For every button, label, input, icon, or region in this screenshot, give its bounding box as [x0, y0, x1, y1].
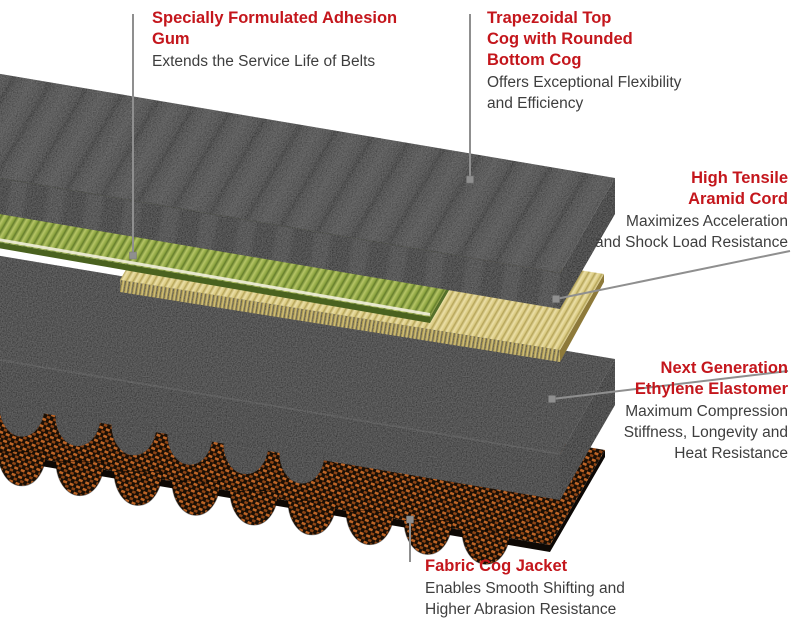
- label-fabric-cog-jacket-body: Enables Smooth Shifting and Higher Abras…: [425, 580, 625, 618]
- label-top-cog: Trapezoidal Top Cog with Rounded Bottom …: [487, 8, 681, 114]
- label-fabric-cog-jacket: Fabric Cog Jacket Enables Smooth Shiftin…: [425, 556, 625, 620]
- label-aramid-cord: High Tensile Aramid Cord Maximizes Accel…: [595, 168, 788, 253]
- elastomer-front-face: [0, 360, 560, 500]
- callout-marker-adhesion-gum: [129, 251, 137, 260]
- topcog-right-end: [560, 178, 615, 309]
- label-adhesion-gum: Specially Formulated Adhesion Gum Extend…: [152, 8, 397, 72]
- gum-edge-highlight: [0, 238, 431, 316]
- label-aramid-cord-body: Maximizes Acceleration and Shock Load Re…: [594, 213, 788, 251]
- callout-marker-elastomer: [548, 395, 556, 403]
- aramid-right-end: [560, 274, 604, 362]
- gum-front-face: [0, 242, 430, 323]
- elastomer-top-face: [0, 255, 615, 454]
- topcog-front-face: [0, 178, 560, 309]
- belt-layer-ethylene-elastomer: [0, 255, 615, 500]
- leader-line-aramid: [555, 250, 791, 300]
- label-top-cog-body: Offers Exceptional Flexibility and Effic…: [487, 74, 682, 112]
- callout-marker-top-cog: [466, 175, 474, 184]
- label-adhesion-gum-heading: Specially Formulated Adhesion Gum: [152, 9, 398, 48]
- topcog-top-face: [0, 73, 615, 273]
- callouts: [129, 14, 791, 562]
- label-ethylene-elastomer-heading: Next Generation Ethylene Elastomer: [634, 359, 788, 398]
- label-fabric-cog-jacket-heading: Fabric Cog Jacket: [425, 557, 568, 575]
- callout-marker-aramid: [552, 295, 560, 303]
- fabric-right-end: [550, 450, 605, 552]
- callout-marker-fabric: [406, 515, 414, 524]
- topcog-front-edge-shadow: [0, 177, 561, 274]
- label-top-cog-heading: Trapezoidal Top Cog with Rounded Bottom …: [487, 9, 633, 69]
- elastomer-right-end: [560, 359, 615, 500]
- label-ethylene-elastomer: Next Generation Ethylene Elastomer Maxim…: [624, 358, 788, 464]
- leader-line-elastomer: [551, 370, 789, 400]
- aramid-front-face: [120, 280, 560, 362]
- label-ethylene-elastomer-body: Maximum Compression Stiffness, Longevity…: [623, 403, 788, 462]
- belt-layer-top-cog: [0, 73, 615, 309]
- elastomer-front-edge-highlight: [0, 359, 561, 455]
- label-aramid-cord-heading: High Tensile Aramid Cord: [688, 169, 788, 208]
- label-adhesion-gum-body: Extends the Service Life of Belts: [152, 53, 376, 70]
